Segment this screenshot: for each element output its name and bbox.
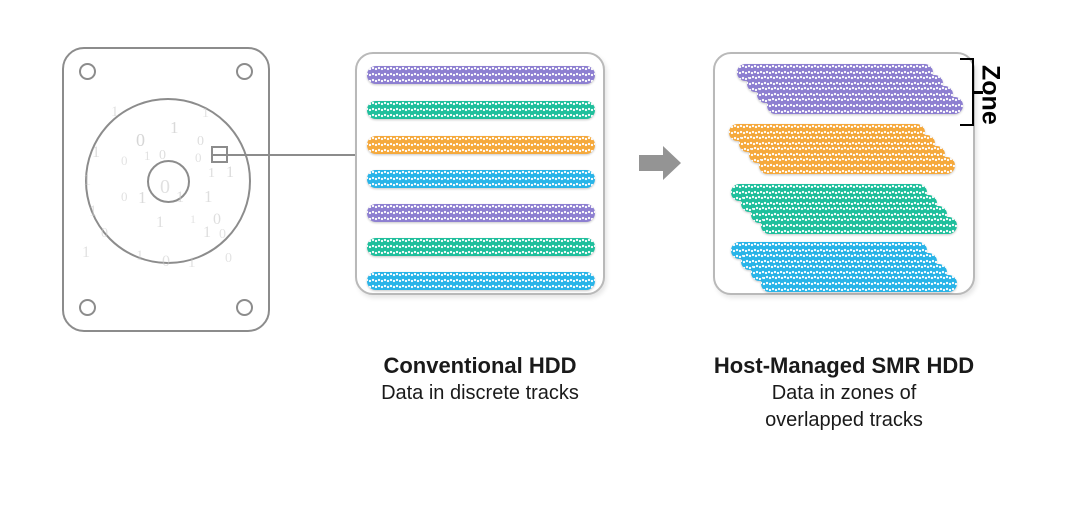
spindle-hole [146, 159, 190, 203]
smr-hdd-panel [713, 52, 975, 295]
zone-bracket-tick [974, 91, 983, 94]
smr-zone [715, 54, 973, 293]
smr-zone [715, 54, 973, 293]
right-arrow-icon [639, 144, 681, 182]
overlapped-track [761, 217, 957, 234]
smr-caption-line-0: Data in zones of [771, 382, 917, 404]
smr-caption-line-1: overlapped tracks [765, 409, 923, 431]
callout-leader-line [211, 154, 357, 156]
conventional-caption-title: Conventional HDD [383, 353, 577, 378]
binary-bit: 1 [82, 244, 90, 261]
conventional-caption: Conventional HDD Data in discrete tracks [340, 352, 620, 407]
data-track [367, 136, 595, 154]
screw-hole-top-left [79, 63, 96, 80]
smr-zone [715, 54, 973, 293]
smr-caption-title: Host-Managed SMR HDD [713, 353, 975, 378]
data-track [367, 272, 595, 290]
overlapped-track [759, 157, 955, 174]
screw-hole-bottom-right [236, 299, 253, 316]
disk-platter [85, 98, 251, 264]
zone-label: Zone [976, 65, 1005, 125]
zone-bracket [960, 58, 974, 126]
data-track [367, 170, 595, 188]
overlapped-track [761, 275, 957, 292]
data-track [367, 101, 595, 119]
conventional-caption-line-0: Data in discrete tracks [381, 382, 579, 404]
screw-hole-bottom-left [79, 299, 96, 316]
smr-caption: Host-Managed SMR HDD Data in zones of ov… [688, 352, 1000, 434]
screw-hole-top-right [236, 63, 253, 80]
data-track [367, 66, 595, 84]
binary-bit: 0 [225, 251, 232, 266]
data-track [367, 238, 595, 256]
smr-zone [715, 54, 973, 293]
conventional-hdd-panel [355, 52, 605, 295]
overlapped-track [767, 97, 963, 114]
data-track [367, 204, 595, 222]
